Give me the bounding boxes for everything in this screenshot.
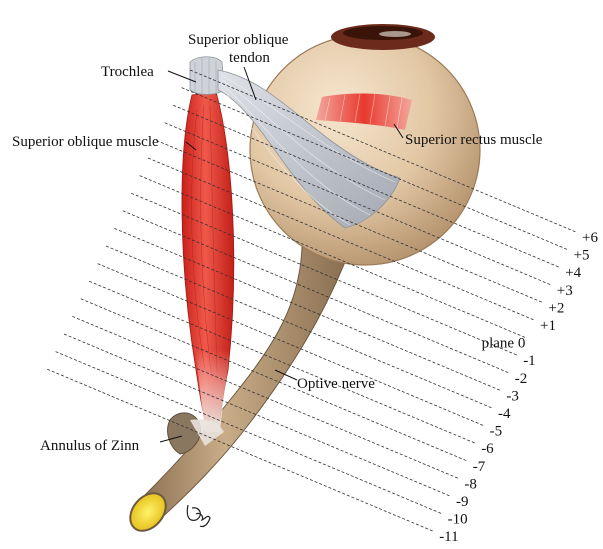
label-trochlea: Trochlea: [101, 64, 154, 80]
label-superior-rectus-muscle: Superior rectus muscle: [405, 132, 543, 148]
label-superior-oblique-muscle: Superior oblique muscle: [12, 134, 159, 150]
plane-labels: +6 +5+4 +3+2 +1 plane 0-1 -2-3 -4 -5-6 -7-8 -9 -10…: [439, 230, 598, 545]
plane-label: -10: [448, 512, 468, 528]
label-annulus-of-zinn: Annulus of Zinn: [40, 438, 140, 454]
plane-label: -9: [456, 494, 469, 510]
plane-label: +2: [548, 300, 564, 316]
plane-label: +6: [582, 230, 598, 246]
plane-label: -5: [490, 424, 503, 440]
plane-label: +3: [557, 283, 573, 299]
plane-label: -6: [481, 441, 494, 457]
plane-label: -7: [473, 459, 486, 475]
plane-label: -2: [515, 371, 528, 387]
label-superior-oblique-tendon-1: Superior oblique: [188, 32, 289, 48]
plane-line: [81, 299, 467, 461]
plane-label: -1: [523, 353, 536, 369]
plane-label: -8: [464, 476, 477, 492]
label-superior-oblique-tendon-2: tendon: [229, 50, 270, 66]
plane-label: +1: [540, 318, 556, 334]
plane-label: -4: [498, 406, 511, 422]
plane-line: [89, 281, 475, 443]
plane-label: -11: [439, 529, 458, 545]
plane-label: -3: [506, 388, 519, 404]
label-optive-nerve: Optive nerve: [297, 376, 375, 392]
plane-label: +4: [565, 265, 581, 281]
artist-signature-icon: [187, 505, 210, 527]
plane-label: +5: [574, 248, 590, 264]
plane-line: [64, 334, 450, 496]
optic-nerve: [123, 247, 345, 538]
plane-label: plane 0: [482, 336, 526, 352]
